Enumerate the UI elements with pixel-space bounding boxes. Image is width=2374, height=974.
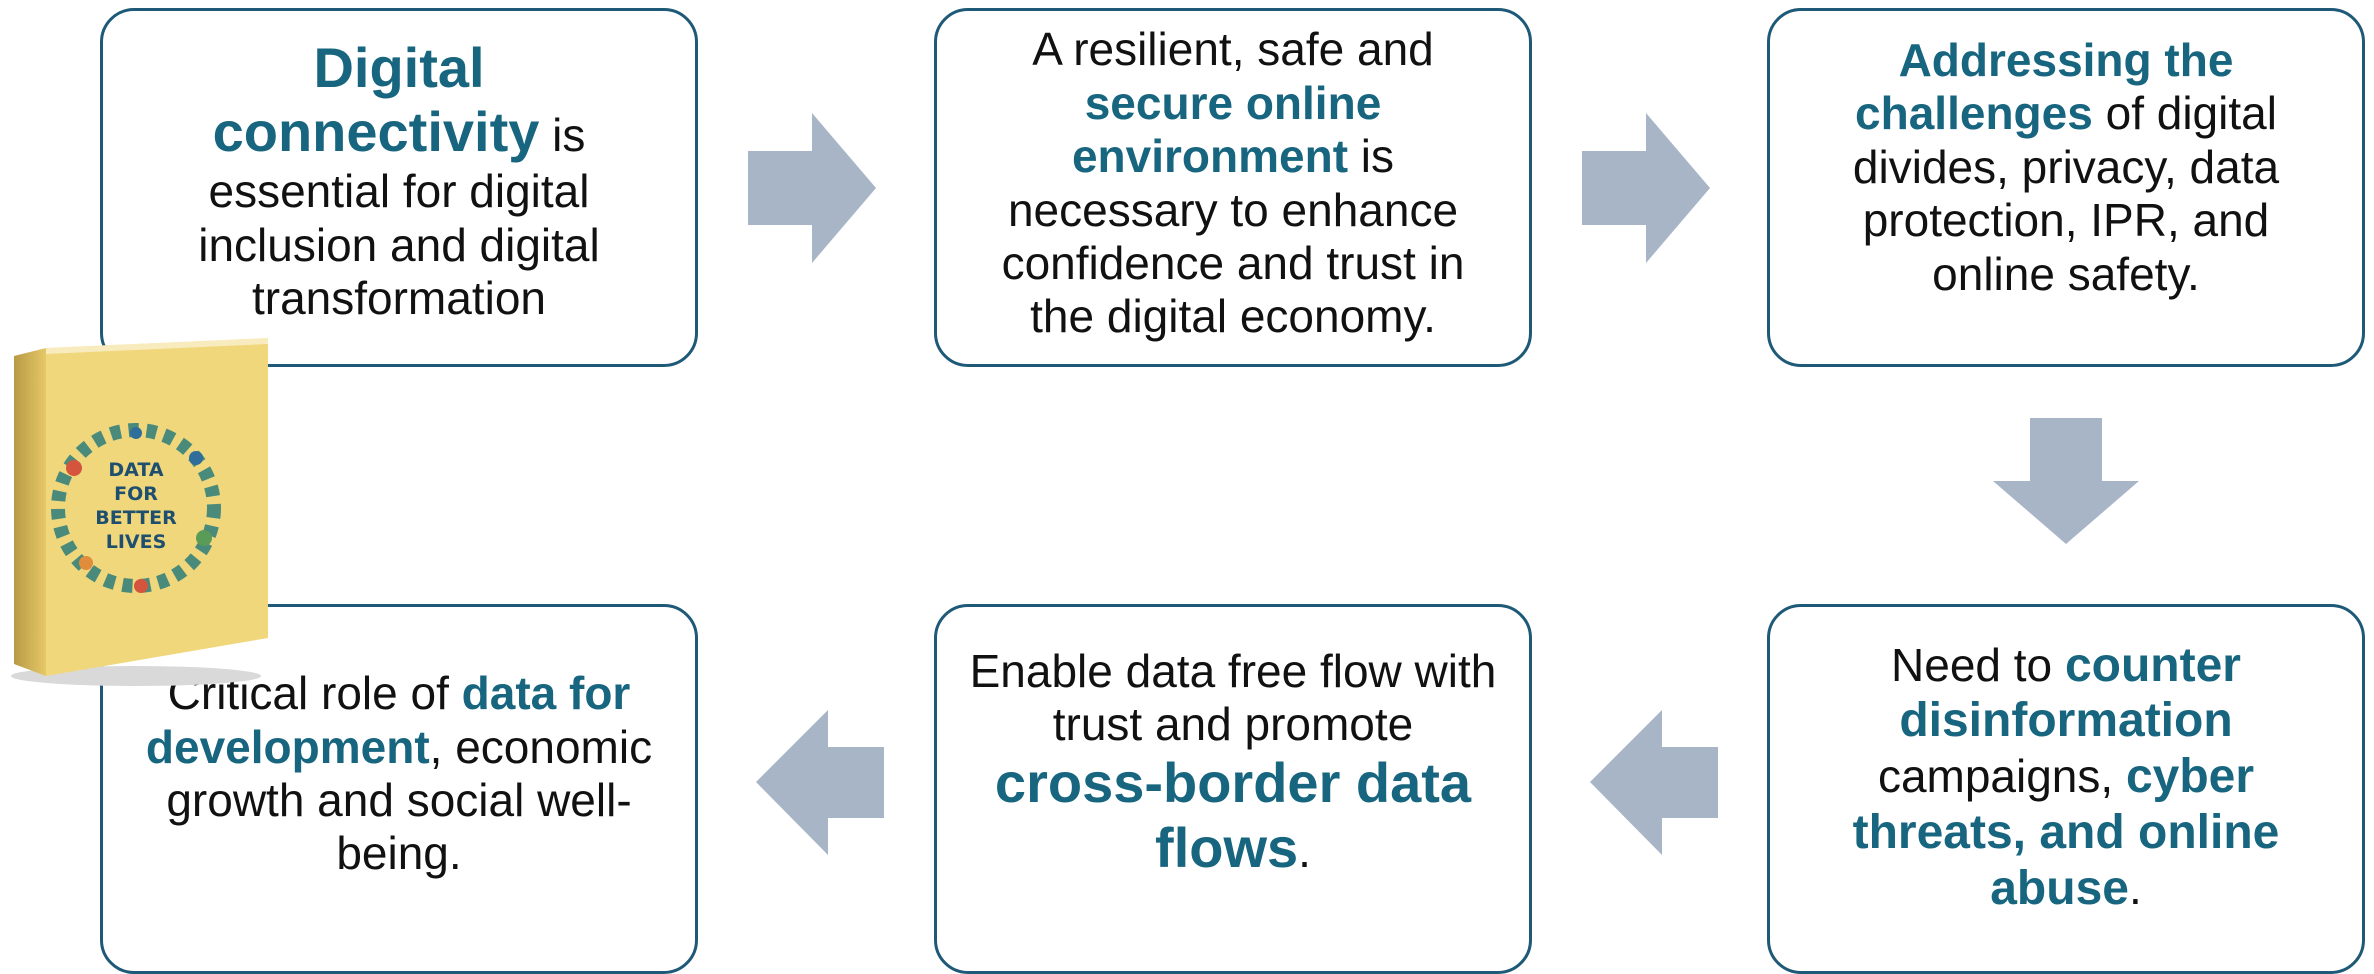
body-text: is essential for digital inclusion and d… (198, 109, 600, 325)
box-addressing-challenges: Addressing the challenges of digital div… (1767, 8, 2365, 367)
book-illustration-ring (51, 423, 221, 593)
highlight-text: cyber threats, and online abuse (1852, 750, 2280, 915)
body-text: is necessary to enhance confidence and t… (1001, 130, 1465, 343)
highlight-text: data for development (145, 667, 631, 773)
book-title-line: BETTER (95, 507, 177, 529)
book-title-line: FOR (114, 483, 158, 505)
box-text: A resilient, safe and secure online envi… (937, 23, 1529, 343)
box-secure-online-environment: A resilient, safe and secure online envi… (934, 8, 1532, 367)
box-data-for-development: Critical role of data for development, e… (100, 604, 698, 974)
body-text: Enable data free flow with trust and pro… (969, 644, 1497, 751)
highlight-text: cross-border data flows (994, 751, 1472, 880)
body-text: A resilient, safe and (1032, 23, 1434, 76)
box-text: Critical role of data for development, e… (103, 667, 695, 880)
box-digital-connectivity: Digital connectivity is essential for di… (100, 8, 698, 367)
down-arrow-icon (1993, 418, 2139, 544)
book-title-line: DATA (108, 459, 163, 481)
body-text: . (2128, 861, 2142, 914)
box-text: Enable data free flow with trust and pro… (937, 645, 1529, 882)
body-text: . (1298, 825, 1311, 878)
book-cover-image: DATA FOR BETTER LIVES (11, 338, 268, 686)
left-arrow-icon (1590, 710, 1718, 855)
box-text: Digital connectivity is essential for di… (103, 36, 695, 326)
book-title: DATA FOR BETTER LIVES (95, 459, 177, 553)
body-text: , economic growth and social well-being. (166, 720, 653, 880)
highlight-text: Addressing the challenges (1855, 34, 2234, 140)
highlight-text: secure online environment (1071, 76, 1382, 183)
box-text: Need to counter disinformation campaigns… (1770, 638, 2362, 916)
highlight-text: Digital connectivity (212, 35, 540, 164)
right-arrow-icon (1582, 113, 1710, 263)
box-cross-border-data-flows: Enable data free flow with trust and pro… (934, 604, 1532, 974)
highlight-text: counter disinformation (1899, 638, 2241, 748)
box-text: Addressing the challenges of digital div… (1770, 34, 2362, 301)
body-text: Need to (1891, 638, 2065, 691)
body-text: campaigns, (1877, 750, 2126, 803)
box-counter-disinformation: Need to counter disinformation campaigns… (1767, 604, 2365, 974)
right-arrow-icon (748, 113, 876, 263)
body-text: of digital divides, privacy, data protec… (1852, 87, 2280, 300)
book-title-line: LIVES (106, 531, 167, 553)
left-arrow-icon (756, 710, 884, 855)
